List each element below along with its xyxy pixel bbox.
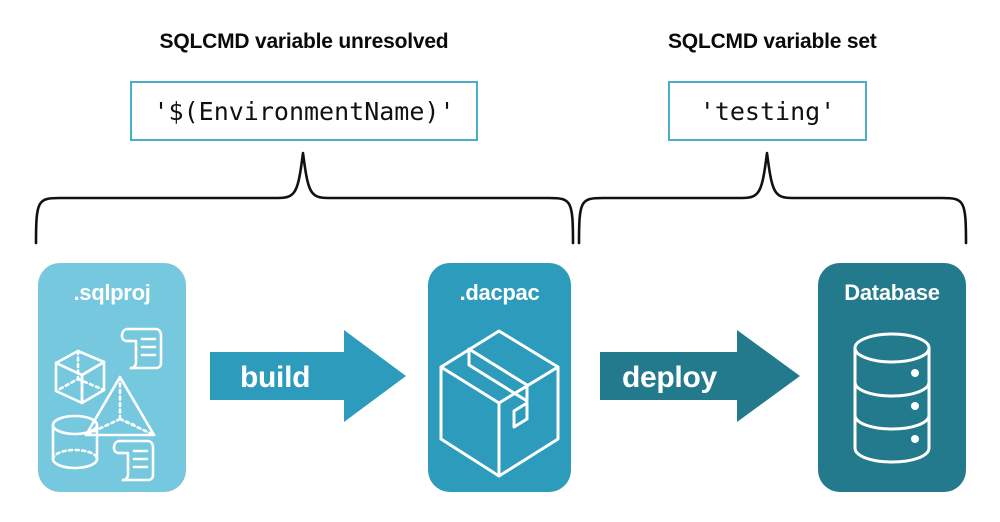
arrow-deploy [600,330,800,422]
arrow-deploy-label: deploy [622,361,717,394]
package-box-icon [439,329,560,478]
pyramid-icon [84,375,156,437]
node-sqlproj-label: .sqlproj [73,280,151,305]
node-database: Database [818,263,966,492]
annotation-heading-deploy: SQLCMD variable set [668,30,877,53]
cylinder-icon [51,414,99,470]
build-scope-brace [34,151,575,245]
cube-icon [54,349,106,405]
arrow-build [210,330,406,422]
node-dacpac: .dacpac [428,263,571,492]
annotation-heading-build: SQLCMD variable unresolved [159,30,449,53]
node-database-label: Database [844,280,940,305]
deploy-scope-brace [577,151,968,245]
script-icon [112,439,155,482]
sqlcmd-variable-unresolved-box: '$(EnvironmentName)' [130,81,478,141]
script-icon [120,327,163,370]
database-cylinder-icon [853,332,931,464]
sqlcmd-variable-set-box: 'testing' [668,81,867,141]
project-shapes-icon [51,327,163,482]
node-sqlproj: .sqlproj [38,263,186,492]
node-dacpac-label: .dacpac [459,280,540,305]
arrow-build-label: build [240,361,311,394]
